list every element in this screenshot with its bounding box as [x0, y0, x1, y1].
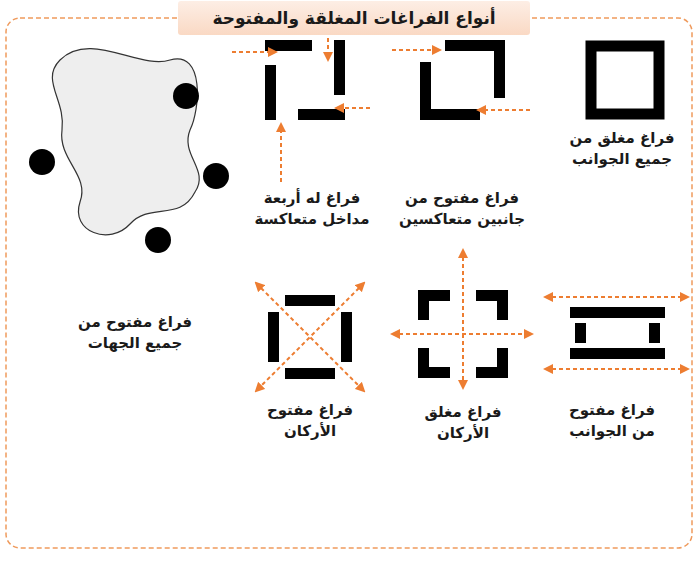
- corner: [418, 348, 450, 378]
- wall: [285, 295, 335, 306]
- wall: [298, 109, 345, 120]
- dot: [29, 149, 55, 175]
- arrow: [336, 107, 370, 109]
- closed-space: [591, 46, 659, 114]
- space-caption: فراغ مفتوح من الجوانب: [556, 400, 668, 442]
- corner: [476, 290, 508, 320]
- two-side-open-space: [420, 40, 505, 120]
- four-entrance-space: [265, 40, 345, 120]
- side-open-space: [570, 307, 665, 359]
- wall: [268, 312, 279, 362]
- space-caption: فراغ مفتوح من جميع الجهات: [75, 312, 195, 354]
- wall: [420, 109, 480, 120]
- wall: [334, 40, 345, 95]
- space-caption: فراغ مغلق من جميع الجوانب: [566, 128, 678, 170]
- open-corner-space: [268, 295, 352, 379]
- wall: [570, 348, 665, 359]
- space-caption: فراغ مفتوح الأركان: [261, 400, 359, 442]
- arrow: [327, 38, 329, 60]
- arrow: [462, 250, 464, 388]
- arrow: [545, 296, 688, 298]
- title: أنواع الفراغات المغلقة والمفتوحة: [212, 8, 495, 28]
- frame: [6, 18, 692, 548]
- corner: [476, 348, 508, 378]
- arrow: [545, 368, 688, 370]
- arrows: [232, 38, 688, 391]
- space-caption: فراغ مفتوح من جانبين متعاكسين: [393, 188, 531, 230]
- wall: [341, 312, 352, 362]
- corner: [418, 290, 450, 320]
- arrow: [280, 124, 282, 182]
- dot: [203, 163, 229, 189]
- wall: [285, 368, 335, 379]
- title-box: أنواع الفراغات المغلقة والمفتوحة: [178, 1, 530, 35]
- arrow: [392, 49, 440, 51]
- dot: [145, 227, 171, 253]
- wall: [265, 65, 276, 120]
- space-caption: فراغ مغلق الأركان: [414, 402, 512, 444]
- arrow: [256, 283, 364, 391]
- arrow: [478, 109, 530, 111]
- wall: [575, 323, 586, 343]
- open-space-blob: [52, 49, 199, 235]
- wall: [570, 307, 665, 318]
- arrow: [232, 51, 276, 53]
- arrow: [256, 283, 364, 391]
- wall: [649, 323, 660, 343]
- dot: [173, 83, 199, 109]
- space-caption: فراغ له أربعة مداخل متعاكسة: [249, 188, 375, 230]
- wall: [494, 40, 505, 98]
- wall: [265, 40, 312, 51]
